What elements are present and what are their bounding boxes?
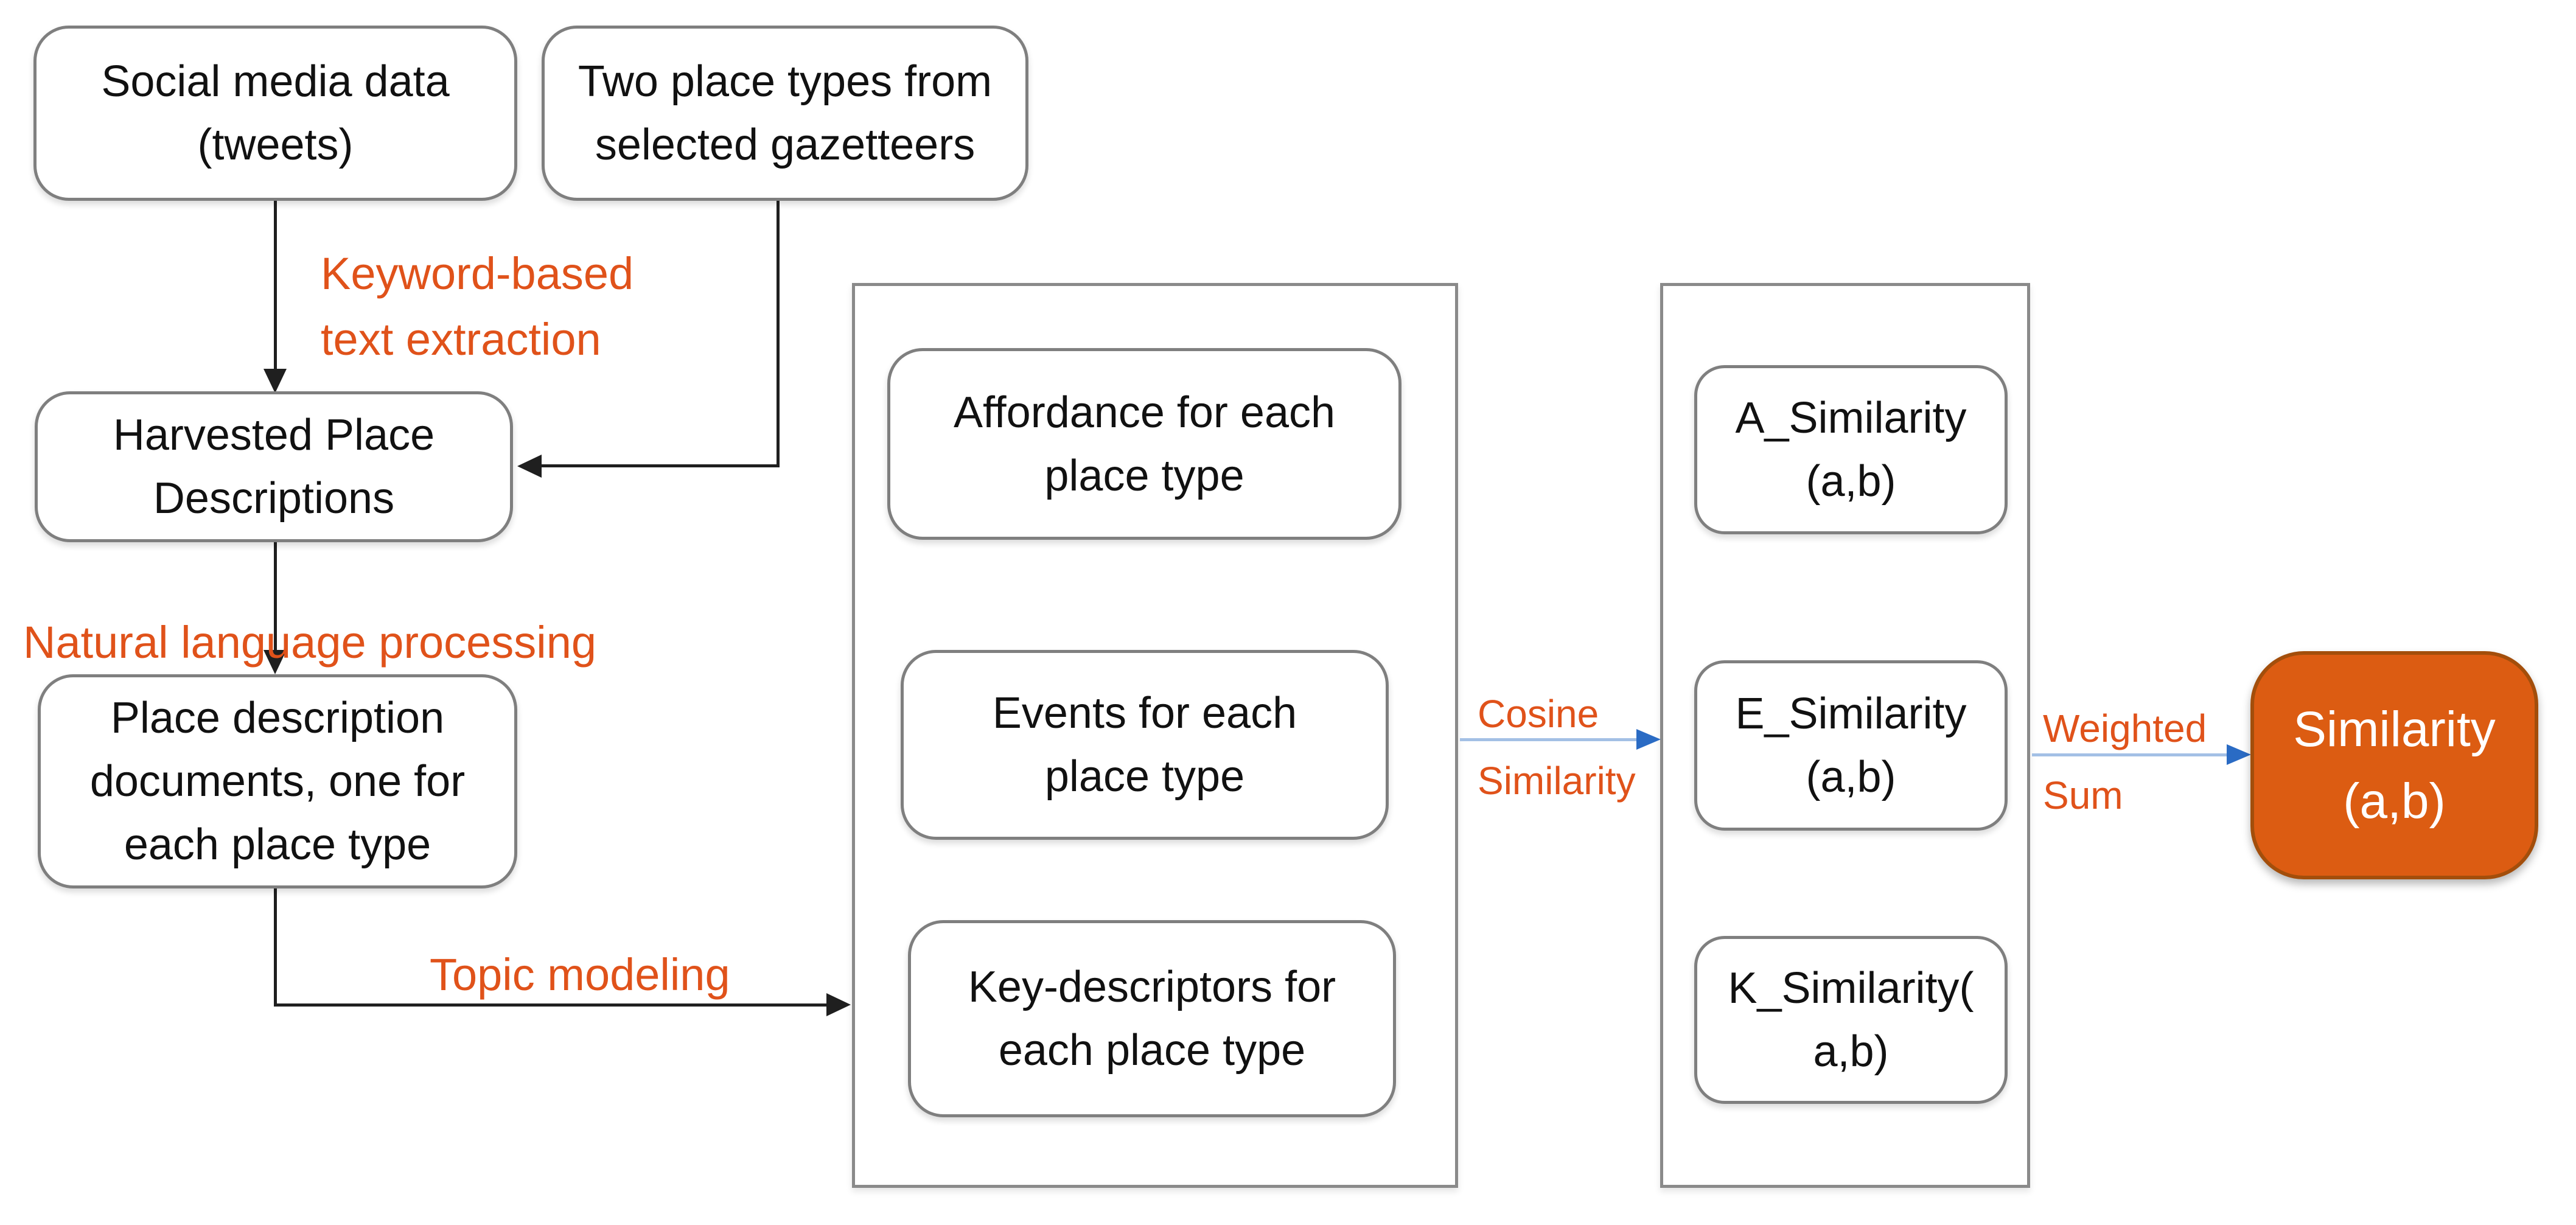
node-key-descriptors: Key-descriptors for each place type (908, 920, 1396, 1117)
text-line: Social media data (101, 57, 450, 106)
arrowhead-down-icon (264, 369, 287, 393)
label-keyword-based-text-extraction: Keyword-based text extraction (321, 241, 634, 372)
text-line: (tweets) (197, 120, 354, 169)
text-line: each place type (998, 1026, 1306, 1075)
text-line: (a,b) (1806, 457, 1896, 506)
text-line: text extraction (321, 314, 601, 365)
arrow-harvested-to-placedesc-line (274, 542, 277, 652)
text-line: each place type (124, 820, 431, 869)
arrow-gazetteers-horizontal-line (539, 464, 780, 467)
text-line: Topic modeling (430, 949, 730, 1000)
text-line: selected gazetteers (595, 120, 976, 169)
text-line: (a,b) (2343, 773, 2446, 829)
node-similarity-result: Similarity (a,b) (2250, 651, 2538, 879)
arrow-topic-vertical-line (274, 888, 277, 1007)
text-line: K_Similarity( (1728, 964, 1974, 1013)
label-topic-modeling: Topic modeling (430, 942, 730, 1008)
node-two-place-types: Two place types from selected gazetteers (542, 26, 1028, 201)
node-social-media-data: Social media data (tweets) (33, 26, 517, 201)
text-line: E_Similarity (1735, 689, 1967, 738)
text-line: A_Similarity (1735, 394, 1967, 442)
text-line: documents, one for (89, 757, 466, 806)
text-line: place type (1044, 451, 1244, 500)
arrowhead-left-icon (517, 455, 542, 478)
text-line: Place description (110, 694, 445, 742)
text-line: Similarity (2293, 701, 2496, 757)
label-natural-language-processing: Natural language processing (23, 610, 596, 675)
arrowhead-down-icon (264, 650, 287, 674)
text-line: Sum (2043, 773, 2123, 817)
arrow-gazetteers-vertical-line (777, 201, 780, 467)
text-line: Key-descriptors for (968, 963, 1336, 1011)
arrowhead-blue-right-icon (1636, 729, 1661, 750)
text-line: Weighted (2043, 707, 2207, 750)
text-line: Natural language processing (23, 617, 597, 668)
arrowhead-blue-right-icon (2227, 744, 2251, 765)
arrow-cosine-similarity-line (1460, 738, 1638, 741)
text-line: Affordance for each (953, 388, 1336, 437)
text-line: Cosine (1478, 692, 1599, 736)
arrow-social-to-harvested-line (274, 201, 277, 370)
text-line: Similarity (1478, 759, 1636, 803)
text-line: Two place types from (578, 57, 993, 106)
node-affordance: Affordance for each place type (887, 348, 1401, 540)
arrowhead-right-icon (826, 993, 851, 1016)
text-line: (a,b) (1806, 753, 1896, 801)
node-e-similarity: E_Similarity (a,b) (1694, 660, 2008, 831)
arrow-topic-horizontal-line (274, 1003, 828, 1007)
node-a-similarity: A_Similarity (a,b) (1694, 365, 2008, 534)
node-k-similarity: K_Similarity( a,b) (1694, 936, 2008, 1104)
node-place-description-documents: Place description documents, one for each … (38, 674, 517, 888)
text-line: Keyword-based (321, 248, 634, 299)
text-line: Descriptions (153, 474, 395, 523)
text-line: Harvested Place (113, 411, 435, 459)
text-line: place type (1044, 752, 1245, 801)
arrow-weighted-sum-line (2032, 753, 2228, 756)
node-events: Events for each place type (901, 650, 1389, 840)
text-line: a,b) (1813, 1027, 1889, 1076)
text-line: Events for each (992, 689, 1297, 738)
